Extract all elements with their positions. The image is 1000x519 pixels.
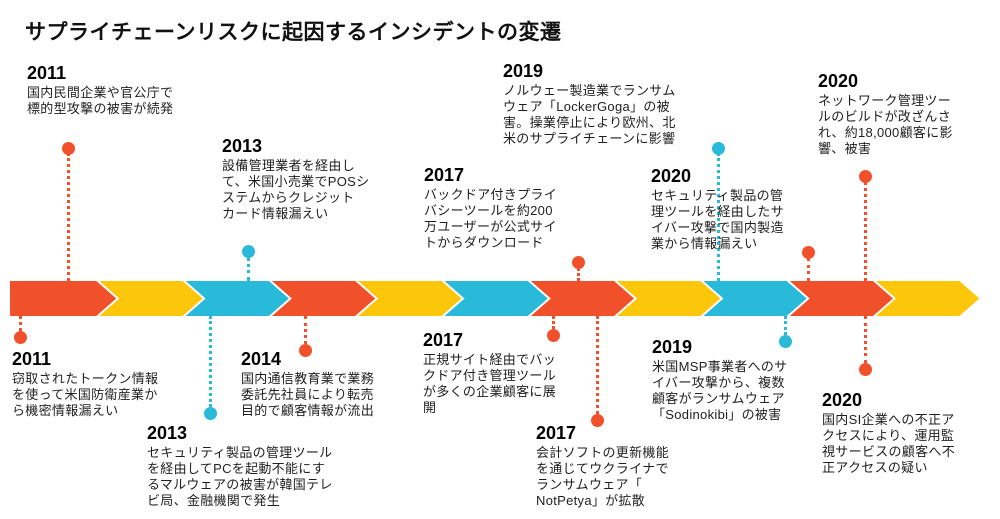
event-marker-dot bbox=[859, 170, 872, 183]
page-title: サプライチェーンリスクに起因するインシデントの変遷 bbox=[25, 21, 562, 44]
event-marker-dot bbox=[299, 344, 312, 357]
event-year: 2017 bbox=[424, 165, 465, 185]
event-year: 2011 bbox=[27, 63, 67, 83]
event-connector-line bbox=[784, 316, 787, 335]
event-description: 設備管理業者を経由し て、米国小売業でPOSシ ステムからクレジット カード情報… bbox=[222, 158, 370, 221]
timeline-chevron bbox=[185, 281, 289, 316]
event-marker-dot bbox=[591, 414, 604, 427]
event-connector-line bbox=[596, 316, 599, 414]
timeline-chevron bbox=[530, 281, 635, 316]
event-2017-top: 2017 バックドア付きプライ バシーツールを約200 万ユーザーが公式サイ ト… bbox=[424, 165, 557, 251]
event-year: 2020 bbox=[651, 166, 692, 186]
event-connector-line bbox=[577, 268, 580, 281]
event-year: 2013 bbox=[222, 136, 263, 156]
event-2020-bottom: 2020 国内SI企業への不正ア クセスにより、運用監 視サービスの顧客へ不 正… bbox=[822, 390, 955, 476]
event-description: 国内通信教育業で業務 委託先社員により転売 目的で顧客情報が流出 bbox=[241, 371, 375, 418]
event-description: 米国MSP事業者へのサ イバー攻撃から、複数 顧客がランサムウェア 「Sodin… bbox=[652, 359, 788, 422]
timeline-chevron bbox=[876, 281, 980, 316]
event-2019-bottom: 2019 米国MSP事業者へのサ イバー攻撃から、複数 顧客がランサムウェア 「… bbox=[652, 337, 787, 423]
event-description: 会計ソフトの更新機能 を通じてウクライナで ランサムウェア「 NotPetya」… bbox=[536, 445, 670, 508]
event-marker-dot bbox=[14, 331, 27, 344]
event-2017-bottom-right: 2017 会計ソフトの更新機能 を通じてウクライナで ランサムウェア「 NotP… bbox=[536, 423, 669, 509]
event-marker-dot bbox=[572, 256, 585, 269]
event-year: 2011 bbox=[12, 349, 52, 369]
timeline-chevron bbox=[99, 281, 203, 316]
event-description: 国内民間企業や官公庁で 標的型攻撃の被害が続発 bbox=[27, 85, 174, 116]
event-connector-line bbox=[19, 316, 22, 331]
event-year: 2017 bbox=[536, 423, 577, 443]
event-year: 2014 bbox=[241, 349, 282, 369]
timeline-band bbox=[10, 281, 980, 316]
event-marker-dot bbox=[242, 245, 255, 258]
event-2013-top: 2013 設備管理業者を経由し て、米国小売業でPOSシ ステムからクレジット … bbox=[222, 136, 369, 222]
event-2017-bottom-left: 2017 正規サイト経由でバッ クドア付き管理ツール が多くの企業顧客に展 開 bbox=[423, 330, 556, 416]
event-marker-dot bbox=[62, 142, 75, 155]
event-2020-top-right: 2020 ネットワーク管理ツー ルのビルドが改ざんさ れ、約18,000顧客に影… bbox=[818, 71, 953, 157]
event-marker-dot bbox=[712, 142, 725, 155]
event-connector-line bbox=[247, 257, 250, 281]
timeline-chevron bbox=[271, 281, 376, 316]
event-year: 2020 bbox=[818, 71, 859, 91]
event-year: 2019 bbox=[503, 61, 544, 81]
event-connector-line bbox=[304, 316, 307, 344]
event-2020-top-mid: 2020 セキュリティ製品の管 理ツールを経由したサ イバー攻撃で国内製造 業か… bbox=[651, 166, 784, 252]
event-2011-top: 2011 国内民間企業や官公庁で 標的型攻撃の被害が続発 bbox=[27, 63, 173, 117]
event-connector-line bbox=[552, 316, 555, 329]
event-year: 2019 bbox=[652, 337, 693, 357]
event-marker-dot bbox=[802, 246, 815, 259]
event-description: セキュリティ製品の管理ツール を経由してPCを起動不能にす るマルウェアの被害が… bbox=[147, 445, 333, 508]
event-description: セキュリティ製品の管 理ツールを経由したサ イバー攻撃で国内製造 業から情報漏え… bbox=[651, 188, 785, 251]
event-connector-line bbox=[864, 182, 867, 281]
event-year: 2013 bbox=[147, 423, 188, 443]
event-2014-bottom: 2014 国内通信教育業で業務 委託先社員により転売 目的で顧客情報が流出 bbox=[241, 349, 374, 419]
event-description: 正規サイト経由でバッ クドア付き管理ツール が多くの企業顧客に展 開 bbox=[423, 352, 557, 415]
event-2019-top: 2019 ノルウェー製造業でランサム ウェア「LockerGoga」の被 害。操… bbox=[503, 61, 676, 147]
event-marker-dot bbox=[547, 329, 560, 342]
event-connector-line bbox=[717, 153, 720, 281]
timeline-chevron bbox=[358, 281, 462, 316]
event-description: ノルウェー製造業でランサム ウェア「LockerGoga」の被 害。操業停止によ… bbox=[503, 83, 676, 146]
timeline-chevron bbox=[444, 281, 548, 316]
timeline-chevron bbox=[617, 281, 721, 316]
event-description: ネットワーク管理ツー ルのビルドが改ざんさ れ、約18,000顧客に影 響、被害 bbox=[818, 93, 953, 156]
event-2013-bottom: 2013 セキュリティ製品の管理ツール を経由してPCを起動不能にす るマルウェ… bbox=[147, 423, 333, 509]
event-year: 2020 bbox=[822, 390, 863, 410]
event-description: 窃取されたトークン情報 を使って米国防衛産業か ら機密情報漏えい bbox=[12, 371, 159, 418]
event-description: 国内SI企業への不正ア クセスにより、運用監 視サービスの顧客へ不 正アクセスの… bbox=[822, 412, 956, 475]
event-connector-line bbox=[864, 316, 867, 363]
event-connector-line bbox=[67, 153, 70, 281]
timeline-chevron bbox=[789, 281, 893, 316]
event-marker-dot bbox=[204, 407, 217, 420]
event-connector-line bbox=[807, 258, 810, 281]
event-marker-dot bbox=[859, 363, 872, 376]
timeline-chevron bbox=[703, 281, 807, 316]
event-description: バックドア付きプライ バシーツールを約200 万ユーザーが公式サイ トからダウン… bbox=[424, 187, 558, 250]
event-2011-bottom: 2011 窃取されたトークン情報 を使って米国防衛産業か ら機密情報漏えい bbox=[12, 349, 158, 419]
event-connector-line bbox=[209, 316, 212, 407]
timeline-chevron bbox=[10, 281, 117, 316]
event-year: 2017 bbox=[423, 330, 464, 350]
event-marker-dot bbox=[779, 335, 792, 348]
